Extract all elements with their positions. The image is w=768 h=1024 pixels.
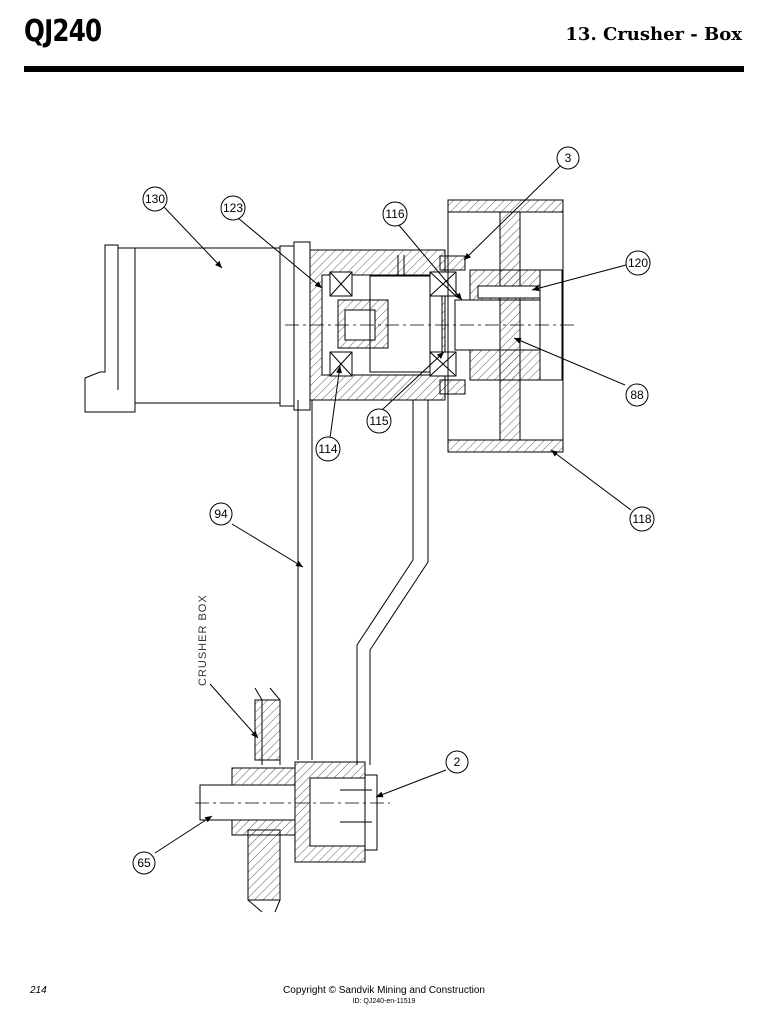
section-title: 13. Crusher - Box (565, 24, 742, 45)
callout-120-text: 120 (628, 256, 648, 270)
header-rule (24, 66, 744, 72)
callout-123: 123 (220, 195, 246, 221)
crusher-box-wall (247, 687, 281, 913)
crusher-box-label: CRUSHER BOX (197, 594, 209, 686)
gearbox-housing (309, 249, 466, 401)
callout-118-text: 118 (632, 512, 651, 526)
callout-116-text: 116 (385, 207, 404, 221)
callout-3-text: 3 (565, 151, 572, 165)
drive-pulley (447, 199, 564, 453)
callout-115-text: 115 (369, 414, 388, 428)
callout-2: 2 (445, 750, 469, 774)
callout-94: 94 (209, 502, 233, 526)
callout-88: 88 (625, 383, 649, 407)
brand-logo: QJ240 (24, 14, 102, 49)
copyright-text: Copyright © Sandvik Mining and Construct… (283, 985, 485, 996)
callout-120: 120 (625, 250, 651, 276)
callout-116: 116 (382, 201, 408, 227)
callout-2-text: 2 (454, 755, 461, 769)
motor-body (84, 241, 311, 413)
callout-130: 130 (142, 186, 168, 212)
callout-114: 114 (315, 436, 341, 462)
callout-123-text: 123 (223, 201, 243, 215)
callout-114-text: 114 (318, 442, 337, 456)
callout-115: 115 (366, 408, 392, 434)
callout-65: 65 (132, 851, 156, 875)
lower-pulley (195, 761, 390, 863)
callout-94-text: 94 (214, 507, 228, 521)
leader-lines (154, 165, 632, 854)
drive-belt (297, 400, 429, 765)
callout-88-text: 88 (630, 388, 644, 402)
callout-118: 118 (629, 506, 655, 532)
callout-3: 3 (556, 146, 580, 170)
callout-130-text: 130 (145, 192, 165, 206)
document-id: ID: QJ240-en-11519 (352, 998, 416, 1005)
page-number: 214 (30, 985, 47, 996)
callout-65-text: 65 (137, 856, 151, 870)
